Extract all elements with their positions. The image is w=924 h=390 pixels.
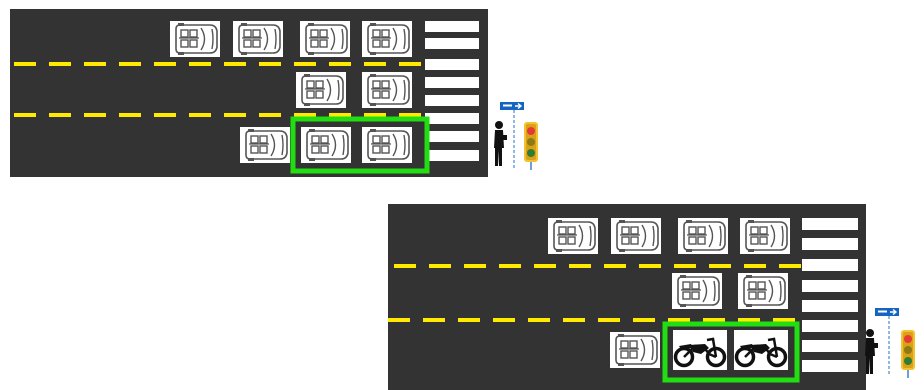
car-icon — [170, 21, 220, 57]
car-icon — [362, 72, 412, 108]
car-icon — [362, 21, 412, 57]
traffic-light-icon — [524, 122, 538, 170]
car-icon — [548, 218, 598, 254]
pedestrian-icon — [494, 121, 507, 166]
direction-sign-icon — [875, 308, 899, 374]
car-icon — [233, 21, 283, 57]
car-icon — [672, 273, 722, 309]
car-icon — [610, 332, 660, 368]
scene-bottom — [380, 195, 924, 390]
motorcycle-icon — [673, 330, 727, 370]
car-icon — [300, 21, 350, 57]
car-icon — [301, 127, 351, 163]
car-icon — [678, 218, 728, 254]
car-icon — [362, 127, 412, 163]
car-icon — [611, 218, 661, 254]
motorcycle-icon — [734, 330, 788, 370]
car-icon — [738, 273, 788, 309]
car-icon — [740, 218, 790, 254]
scene-top — [0, 0, 560, 185]
traffic-light-icon — [901, 330, 915, 378]
pedestrian-icon — [865, 329, 878, 374]
car-icon — [296, 72, 346, 108]
car-icon — [240, 127, 290, 163]
